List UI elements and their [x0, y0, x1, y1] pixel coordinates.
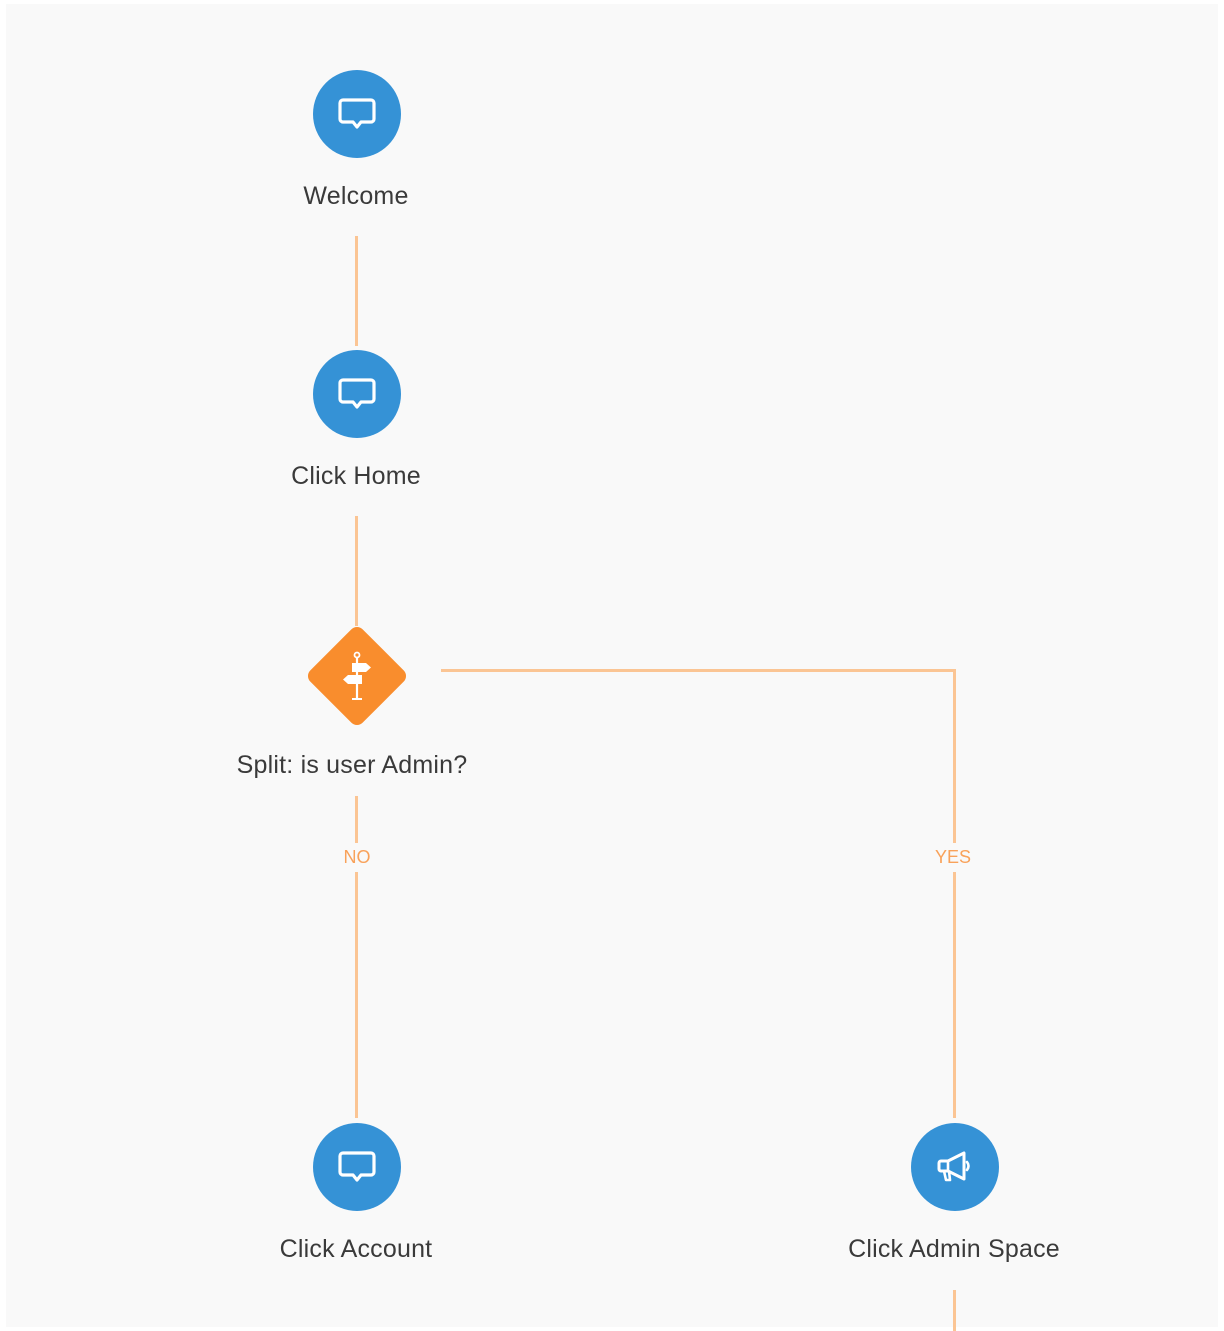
branch-label-no: NO: [343, 843, 371, 872]
node-label-click-account: Click Account: [279, 1235, 433, 1263]
connector-home-split: [355, 516, 358, 626]
node-welcome[interactable]: [313, 70, 401, 158]
node-label-click-admin-space: Click Admin Space: [848, 1235, 1060, 1263]
speech-bubble-icon: [338, 97, 376, 131]
speech-bubble-icon: [338, 1150, 376, 1184]
node-label-welcome: Welcome: [303, 182, 409, 210]
megaphone-icon: [935, 1149, 975, 1185]
speech-bubble-icon: [338, 377, 376, 411]
connector-admin-space-next: [953, 1290, 956, 1331]
branch-label-yes: YES: [934, 843, 972, 872]
connector-split-yes-horizontal: [441, 669, 956, 672]
connector-welcome-home: [355, 236, 358, 346]
node-label-click-home: Click Home: [291, 462, 421, 490]
node-label-split: Split: is user Admin?: [236, 751, 468, 779]
flow-canvas: [6, 4, 1218, 1327]
node-click-home[interactable]: [313, 350, 401, 438]
connector-split-no: [355, 796, 358, 1118]
connector-split-yes-vertical: [953, 669, 956, 1118]
node-click-admin-space[interactable]: [911, 1123, 999, 1211]
node-click-account[interactable]: [313, 1123, 401, 1211]
